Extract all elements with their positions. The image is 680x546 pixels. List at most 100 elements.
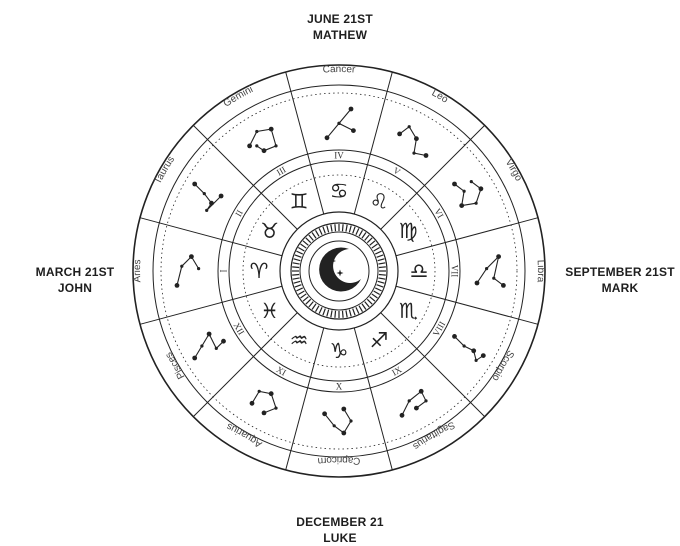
star-dot [492,277,495,280]
constellation-line [455,336,484,360]
constellation-virgo [452,180,483,208]
star-dot [209,201,214,206]
star-dot [463,190,466,193]
medallion-tick [378,281,385,283]
medallion-tick [370,241,375,245]
medallion-tick [378,278,385,279]
medallion-tick [293,278,300,279]
medallion-tick [374,291,380,295]
star-dot [475,202,478,205]
zodiac-glyph-virgo: ♍ [399,219,418,243]
constellation-line [195,184,221,210]
medallion-tick [312,304,316,310]
house-number: VI [432,207,445,220]
medallion-tick [298,291,304,295]
star-dot [274,407,277,410]
sign-name-text: Cancer [322,64,356,76]
star-dot [258,390,261,393]
constellation-line [477,257,503,286]
medallion-tick [316,230,320,236]
medallion-tick [292,267,299,268]
medallion-tick [319,228,322,234]
medallion-tick [378,263,385,264]
medallion-tick [306,299,311,304]
house-number: IX [390,364,404,378]
star-dot [262,148,267,153]
constellation-line [177,257,199,286]
star-dot [255,144,258,147]
star-dot [414,136,419,141]
star-dot [180,265,183,268]
sign-name-text: Libra [535,260,546,283]
sign-name-text: Virgo [502,157,524,184]
house-number: VII [450,265,460,278]
star-dot [349,419,352,422]
zodiac-glyph-libra: ♎ [410,259,429,283]
medallion-tick [378,259,385,261]
medallion-tick [377,255,384,257]
star-dot [424,399,427,402]
medallion-tick [312,232,316,238]
star-dot [485,267,488,270]
sign-name-text: Sagittarius [410,418,458,453]
star-dot [481,353,486,358]
medallion-tick [300,294,306,298]
medallion-tick [377,285,384,287]
zodiac-glyph-cancer: ♋ [330,179,349,203]
zodiac-glyph-capricorn: ♑ [330,339,349,363]
house-number: XI [275,364,288,377]
star-dot [452,182,457,187]
star-dot [207,332,212,337]
medallion-tick [362,304,366,310]
medallion-tick [374,248,380,252]
medallion-tick [296,251,302,254]
medallion-tick [365,302,369,307]
constellation-sagittarius [400,389,428,418]
house-number: XII [232,321,247,337]
star-dot [459,203,464,208]
medallion-tick [372,294,378,298]
star-dot [200,344,203,347]
constellation-aries [175,254,201,288]
medallion-tick [375,288,381,291]
constellation-line [250,129,276,151]
star-dot [175,283,180,288]
constellation-gemini [247,127,277,153]
star-dot [412,151,415,154]
medallion-tick [303,241,308,245]
medallion-tick [346,225,347,232]
star-dot [341,407,346,412]
star-dot [221,339,226,344]
constellation-line [402,391,426,415]
star-dot [452,334,457,339]
medallion-tick [316,306,320,312]
house-number: VIII [431,320,447,338]
sign-name-text: Taurus [152,154,178,187]
sign-name-text: Gemini [221,84,255,110]
star-dot [333,424,336,427]
star-dot [424,153,429,158]
medallion-tick [306,238,311,243]
medallion-tick [353,309,355,316]
medallion-tick [362,232,366,238]
star-dot [322,411,327,416]
medallion-tick [367,238,372,243]
star-dot [341,431,346,436]
house-number: IV [334,151,344,161]
star-dot [269,127,274,132]
star-dot [250,401,255,406]
sign-name-text: Scorpio [489,348,517,384]
star-dot [203,192,206,195]
medallion-tick [292,274,299,275]
constellation-line [325,409,351,433]
house-number: X [336,382,343,392]
constellation-taurus [192,182,223,212]
medallion-tick [375,251,381,254]
medallion-tick [331,225,332,232]
medallion-tick [379,267,386,268]
medallion-tick [294,259,301,261]
medallion-tick [379,274,386,275]
medallion-tick [323,227,325,234]
medallion-tick [295,255,302,257]
